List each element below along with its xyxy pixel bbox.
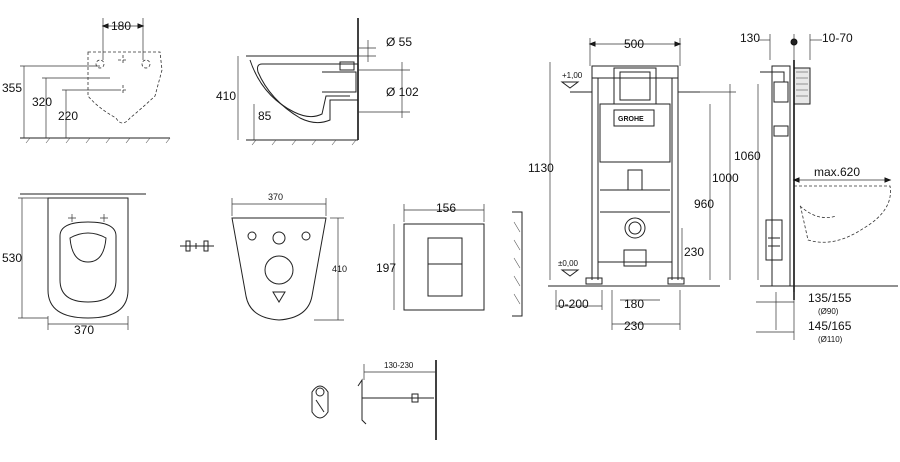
dim-plate-width: 156 <box>436 201 456 215</box>
dim-bowl-width: 180 <box>111 19 131 33</box>
dim-wall-max620: max.620 <box>814 165 860 179</box>
dim-template-height: 410 <box>332 264 347 274</box>
dim-pipe-d90: (Ø90) <box>818 307 839 316</box>
installation-frame: 500 GROHE 1130 +1,00 ±0,00 1000 960 <box>528 37 739 333</box>
dim-template-width: 370 <box>268 192 283 202</box>
wall-side-section: 130 10-70 1060 max.620 135/155 (Ø90) <box>734 31 898 344</box>
dim-side-height: 410 <box>216 89 236 103</box>
dim-side-85: 85 <box>258 109 272 123</box>
dim-frame-1060: 1060 <box>734 149 761 163</box>
bowl-top-plan: 530 370 <box>2 193 146 337</box>
dim-frame-width: 500 <box>624 37 644 51</box>
bracket-detail: 130-230 <box>311 360 437 440</box>
level-top: +1,00 <box>562 71 583 80</box>
dim-bowl-355: 355 <box>2 81 22 95</box>
dim-plan-width: 370 <box>74 323 94 337</box>
brand-logo: GROHE <box>618 116 644 123</box>
dim-frame-230: 230 <box>684 245 704 259</box>
dim-pipe-135-155: 135/155 <box>808 291 852 305</box>
dim-pipe-d110: (Ø110) <box>818 335 843 344</box>
dim-side-d55: Ø 55 <box>386 35 412 49</box>
dim-pipe-145-165: 145/165 <box>808 319 852 333</box>
dim-frame-1130: 1130 <box>528 161 554 175</box>
dim-bracket-range: 130-230 <box>384 361 414 370</box>
dim-frame-0-200: 0-200 <box>558 297 589 311</box>
dim-wall-10-70: 10-70 <box>822 31 853 45</box>
level-zero: ±0,00 <box>558 259 579 268</box>
dim-wall-130: 130 <box>740 31 760 45</box>
dim-plan-depth: 530 <box>2 251 22 265</box>
mounting-template: 370 410 <box>231 192 347 321</box>
dim-frame-180: 180 <box>624 297 644 311</box>
dim-plate-height: 197 <box>376 261 396 275</box>
dim-bowl-320: 320 <box>32 95 52 109</box>
dim-frame-960: 960 <box>694 197 714 211</box>
bowl-side-view: 410 85 Ø 55 Ø 102 <box>216 18 419 146</box>
dim-frame-bottom-230: 230 <box>624 319 644 333</box>
fixing-bolt <box>180 240 214 252</box>
bowl-front-view: 180 355 320 220 <box>2 18 171 144</box>
dim-bowl-220: 220 <box>58 109 78 123</box>
flush-plate: 156 197 <box>376 201 523 317</box>
dim-frame-1000: 1000 <box>712 171 739 185</box>
dim-side-d102: Ø 102 <box>386 85 419 99</box>
